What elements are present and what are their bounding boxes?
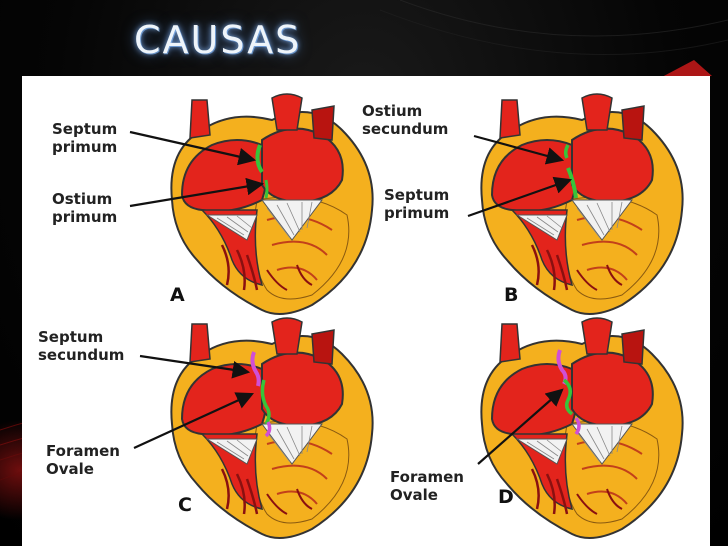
heart-diagram-c: [170, 317, 374, 539]
label-septum-primum-a: Septum primum: [52, 120, 118, 156]
septum-primum-shape: [255, 144, 264, 174]
heart-diagram-d: [480, 317, 684, 539]
arrow-foramen-ovale-c: [133, 392, 255, 450]
septum-secundum-shape: [250, 351, 261, 387]
arrow-ostium-secundum-b: [473, 134, 565, 165]
label-ostium-secundum-b: Ostium secundum: [362, 102, 449, 138]
label-ostium-primum-a: Ostium primum: [52, 190, 118, 226]
septum-secundum-lower-shape: [264, 421, 272, 438]
pointer-arrows: [129, 130, 573, 465]
panel-letter-c: C: [178, 494, 192, 516]
arrow-ostium-primum-a: [129, 177, 265, 208]
septum-primum-lower-shape: [264, 179, 269, 199]
septum-primum-shape: [260, 379, 271, 425]
arrow-septum-primum-b: [467, 176, 573, 218]
panel-letter-d: D: [498, 486, 514, 508]
slide-title: CAUSAS: [134, 18, 302, 62]
panel-letter-a: A: [170, 284, 185, 306]
label-foramen-ovale-d: Foramen Ovale: [390, 468, 464, 504]
arrow-foramen-ovale-d: [477, 388, 564, 465]
arrow-septum-primum-a: [129, 130, 257, 166]
septum-primum-shape: [566, 167, 578, 199]
label-septum-primum-b: Septum primum: [384, 186, 450, 222]
label-septum-secundum-c: Septum secundum: [38, 328, 125, 364]
septum-secundum-lower-shape: [574, 416, 581, 436]
septum-primum-upper-shape: [563, 144, 570, 159]
panel-letter-b: B: [504, 284, 519, 306]
label-foramen-ovale-c: Foramen Ovale: [46, 442, 120, 478]
heart-diagram-b: [480, 93, 684, 315]
diagram-panel: Septum primum Ostium primum Ostium secun…: [22, 76, 710, 546]
arrow-septum-secundum-c: [139, 354, 251, 379]
septum-primum-shape: [562, 378, 574, 416]
